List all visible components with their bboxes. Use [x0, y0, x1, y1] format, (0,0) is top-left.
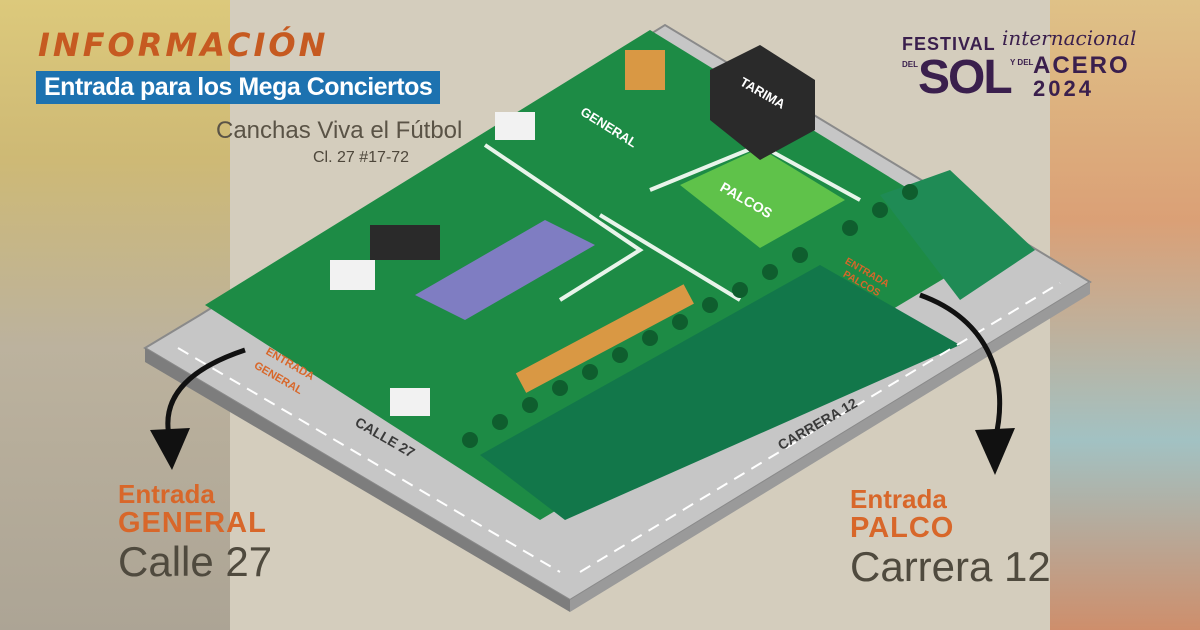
logo-acero: ACERO [1033, 52, 1130, 79]
arrow-palco-head [975, 428, 1015, 475]
lawn-right [880, 170, 1035, 300]
festival-logo: FESTIVAL internacional DEL SOL Y DEL ACE… [898, 22, 1136, 104]
venue-address: Cl. 27 #17-72 [313, 149, 410, 166]
lawn-lower [480, 265, 960, 520]
logo-year: 2024 [1033, 76, 1094, 101]
road-block-edge-right [570, 282, 1090, 612]
road-centerline-right [579, 282, 1061, 573]
food-stands-top [625, 50, 665, 90]
arrow-palco [919, 292, 1003, 441]
entrance-palco-info: Entrada PALCO Carrera 12 [850, 485, 1051, 591]
page-subtitle: Entrada para los Mega Conciertos [36, 71, 441, 104]
logo-sol: SOL [918, 51, 1013, 104]
path-divider [598, 213, 742, 302]
arrow-general [165, 347, 246, 441]
stage [710, 45, 815, 160]
palcos-zone [680, 148, 845, 248]
left-decorative-art [0, 0, 230, 630]
logo-festival: FESTIVAL [902, 34, 996, 54]
entrance-palco-label: Entrada [850, 484, 947, 514]
booth-building [370, 225, 440, 260]
road-centerline-left [177, 347, 561, 573]
white-tent-3 [495, 112, 535, 140]
logo-del: DEL [902, 60, 918, 69]
page-title: INFORMACIÓN [38, 26, 329, 64]
entrance-general-label: Entrada [118, 479, 215, 509]
entrance-general-info: Entrada GENERAL Calle 27 [118, 480, 272, 586]
white-tent [330, 260, 375, 290]
food-stands [515, 284, 694, 393]
purple-tent [415, 220, 595, 320]
tree-row [462, 184, 918, 448]
entrance-general-type: GENERAL [118, 507, 267, 539]
white-tent-2 [390, 388, 430, 416]
venue-name: Canchas Viva el Fútbol [216, 117, 463, 144]
entrance-palco-type: PALCO [850, 512, 955, 544]
entrance-palco-street: Carrera 12 [850, 543, 1051, 590]
arrow-general-head [150, 428, 190, 470]
road-block-edge [145, 348, 570, 612]
right-decorative-art [1050, 0, 1200, 630]
path-general [483, 143, 644, 302]
logo-internacional: internacional [1002, 26, 1137, 50]
entrance-general-street: Calle 27 [118, 538, 273, 585]
logo-y-del: Y DEL [1010, 58, 1034, 67]
